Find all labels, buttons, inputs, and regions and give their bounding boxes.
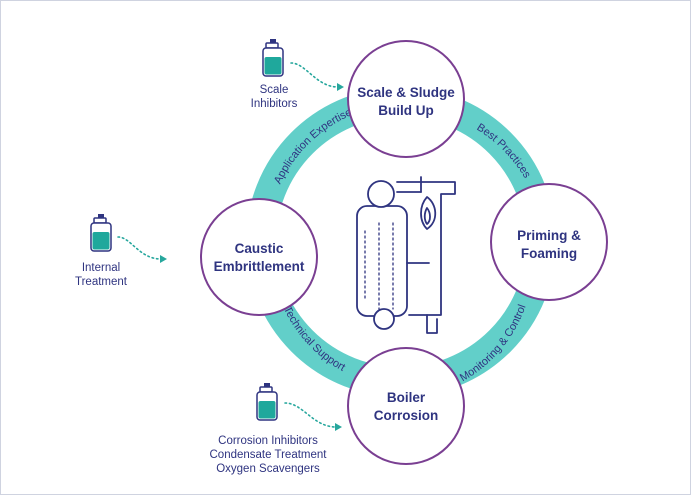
node-boiler-corrosion: Boiler Corrosion xyxy=(347,347,465,465)
node-scale-sludge: Scale & Sludge Build Up xyxy=(347,40,465,158)
svg-text:Internal: Internal xyxy=(82,262,120,274)
chemical-jar-icon xyxy=(90,214,112,252)
treatment-corrosion: Corrosion Inhibitors Condensate Treatmen… xyxy=(210,383,342,475)
svg-text:Scale & Sludge: Scale & Sludge xyxy=(357,85,455,100)
flow-arrow xyxy=(290,62,339,88)
svg-text:Boiler: Boiler xyxy=(387,390,426,405)
svg-text:Oxygen Scavengers: Oxygen Scavengers xyxy=(216,463,320,475)
boiler-icon xyxy=(356,176,456,334)
svg-text:Caustic: Caustic xyxy=(235,241,284,256)
svg-text:Scale: Scale xyxy=(260,84,289,96)
svg-text:Corrosion Inhibitors: Corrosion Inhibitors xyxy=(218,435,318,447)
node-priming-foaming: Priming & Foaming xyxy=(490,183,608,301)
svg-text:Treatment: Treatment xyxy=(75,276,128,288)
chemical-jar-icon xyxy=(256,383,278,421)
svg-text:Priming &: Priming & xyxy=(517,228,581,243)
chemical-jar-icon xyxy=(262,39,284,77)
node-caustic-embrittlement: Caustic Embrittlement xyxy=(200,198,318,316)
treatment-scale-inhibitors: Scale Inhibitors xyxy=(251,39,344,110)
flow-arrow xyxy=(117,236,162,260)
svg-text:Foaming: Foaming xyxy=(521,246,577,261)
svg-text:Build Up: Build Up xyxy=(378,103,434,118)
flow-arrow xyxy=(284,402,337,428)
svg-text:Corrosion: Corrosion xyxy=(374,408,439,423)
svg-text:Condensate Treatment: Condensate Treatment xyxy=(210,449,328,461)
treatment-internal: Internal Treatment xyxy=(75,214,167,288)
svg-text:Embrittlement: Embrittlement xyxy=(214,259,305,274)
svg-text:Inhibitors: Inhibitors xyxy=(251,98,298,110)
